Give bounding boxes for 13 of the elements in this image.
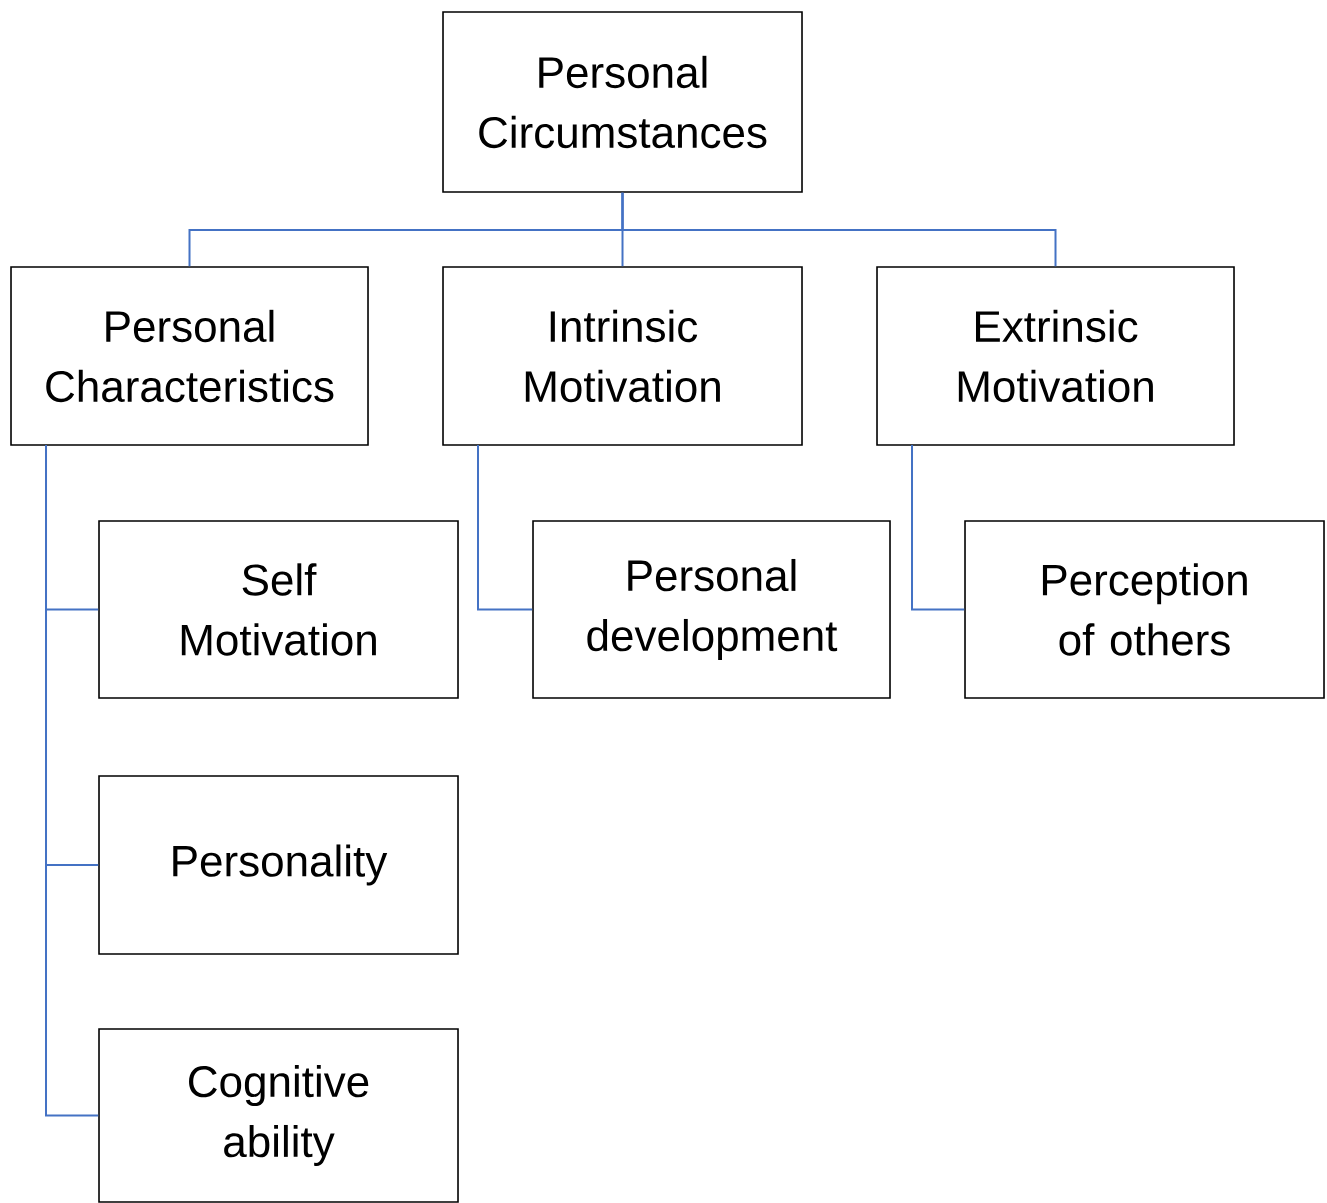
connector-line	[477, 444, 534, 611]
box: Personal development	[532, 520, 891, 699]
box: Cognitive ability	[98, 1028, 459, 1203]
connector-line	[911, 444, 966, 611]
box: Perception of others	[964, 520, 1325, 699]
box: Personal Circumstances	[442, 11, 803, 193]
box: Intrinsic Motivation	[442, 266, 803, 446]
box: Personal Characteristics	[10, 266, 369, 446]
box: Personality	[98, 775, 459, 955]
connector-line	[45, 444, 100, 1117]
connector-line	[621, 191, 1057, 268]
box: Self Motivation	[98, 520, 459, 699]
box: Extrinsic Motivation	[876, 266, 1235, 446]
